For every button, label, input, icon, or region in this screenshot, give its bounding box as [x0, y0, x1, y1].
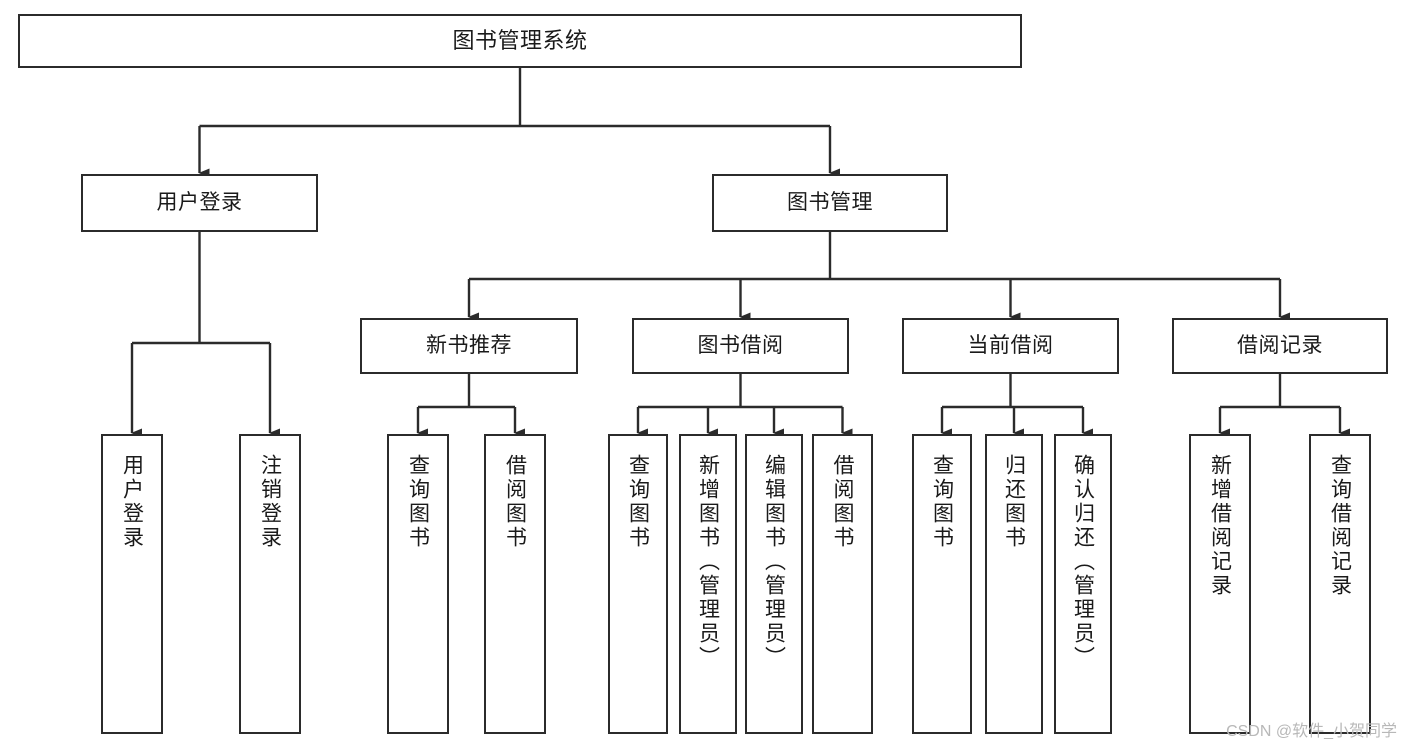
node-label: 借阅图书 — [503, 454, 527, 550]
node-borrow-record[interactable]: 借阅记录 — [1172, 318, 1388, 374]
node-label: 新书推荐 — [426, 333, 512, 357]
node-label: 新增图书（管理员） — [696, 454, 720, 670]
node-leaf-query-book-2[interactable]: 查询图书 — [608, 434, 668, 734]
node-label: 注销登录 — [258, 454, 282, 550]
node-leaf-logout[interactable]: 注销登录 — [239, 434, 301, 734]
node-leaf-query-book-3[interactable]: 查询图书 — [912, 434, 972, 734]
node-label: 用户登录 — [156, 190, 243, 214]
node-book-manage[interactable]: 图书管理 — [712, 174, 948, 232]
node-label: 确认归还（管理员） — [1071, 454, 1095, 670]
node-leaf-query-borrow-record[interactable]: 查询借阅记录 — [1309, 434, 1371, 734]
node-label: 用户登录 — [120, 454, 144, 550]
node-label: 借阅记录 — [1237, 333, 1323, 357]
node-label: 图书管理 — [787, 190, 873, 214]
node-leaf-edit-book[interactable]: 编辑图书（管理员） — [745, 434, 803, 734]
node-leaf-user-login[interactable]: 用户登录 — [101, 434, 163, 734]
node-label: 借阅图书 — [831, 454, 854, 550]
node-label: 图书借阅 — [697, 333, 784, 357]
node-label: 编辑图书（管理员） — [762, 454, 786, 670]
node-label: 查询图书 — [406, 454, 430, 550]
node-label: 新增借阅记录 — [1208, 454, 1232, 598]
node-current-borrow[interactable]: 当前借阅 — [902, 318, 1119, 374]
csdn-watermark: CSDN @软件_小贺同学 — [1226, 723, 1397, 740]
node-label: 当前借阅 — [967, 333, 1054, 357]
node-leaf-borrow-book-2[interactable]: 借阅图书 — [812, 434, 873, 734]
node-book-borrow[interactable]: 图书借阅 — [632, 318, 849, 374]
node-label: 图书管理系统 — [452, 28, 588, 54]
node-leaf-return-book[interactable]: 归还图书 — [985, 434, 1043, 734]
node-leaf-add-borrow-record[interactable]: 新增借阅记录 — [1189, 434, 1251, 734]
node-leaf-confirm-return[interactable]: 确认归还（管理员） — [1054, 434, 1112, 734]
node-label: 归还图书 — [1002, 454, 1026, 550]
node-new-book-recommend[interactable]: 新书推荐 — [360, 318, 578, 374]
node-leaf-borrow-book-1[interactable]: 借阅图书 — [484, 434, 546, 734]
node-leaf-add-book[interactable]: 新增图书（管理员） — [679, 434, 737, 734]
node-root[interactable]: 图书管理系统 — [18, 14, 1022, 68]
node-label: 查询借阅记录 — [1328, 454, 1352, 598]
node-label: 查询图书 — [930, 454, 954, 550]
node-user-login[interactable]: 用户登录 — [81, 174, 318, 232]
node-label: 查询图书 — [626, 454, 650, 550]
node-leaf-query-book-1[interactable]: 查询图书 — [387, 434, 449, 734]
